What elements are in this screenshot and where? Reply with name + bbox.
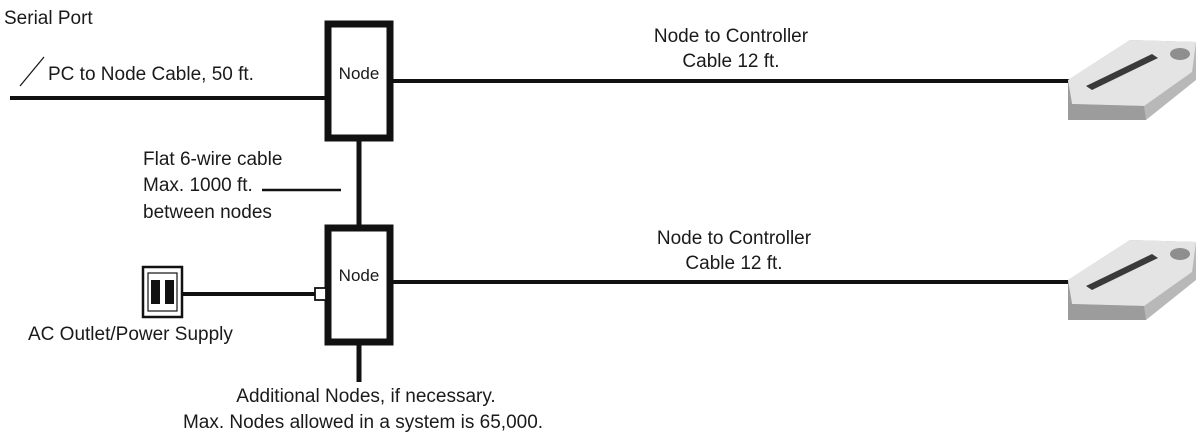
serial-port-label: Serial Port xyxy=(4,8,93,29)
controller-top-label-2: Cable 12 ft. xyxy=(682,51,779,72)
ac-outlet-icon xyxy=(141,265,184,319)
flat-cable-label-3: between nodes xyxy=(143,202,272,223)
node-bottom-label: Node xyxy=(339,266,380,285)
controller-bottom-label-1: Node to Controller xyxy=(657,228,812,249)
ac-outlet-label: AC Outlet/Power Supply xyxy=(28,324,233,345)
controller-bottom-label-2: Cable 12 ft. xyxy=(685,253,782,274)
node-top-label: Node xyxy=(339,64,380,83)
pc-to-node-label: PC to Node Cable, 50 ft. xyxy=(48,64,254,85)
node-top: Node xyxy=(324,20,394,142)
controller-device-icon xyxy=(1068,240,1196,320)
controller-device-icon xyxy=(1068,40,1196,120)
flat-cable-label-1: Flat 6-wire cable xyxy=(143,149,282,170)
node-bottom: Node xyxy=(324,224,394,346)
serial-port-pointer xyxy=(19,56,45,87)
additional-nodes-label-2: Max. Nodes allowed in a system is 65,000… xyxy=(183,412,543,433)
flat-cable-label-2: Max. 1000 ft. xyxy=(143,175,253,196)
controller-top-label-1: Node to Controller xyxy=(654,26,809,47)
additional-nodes-label-1: Additional Nodes, if necessary. xyxy=(236,386,495,407)
power-connector xyxy=(314,287,327,301)
